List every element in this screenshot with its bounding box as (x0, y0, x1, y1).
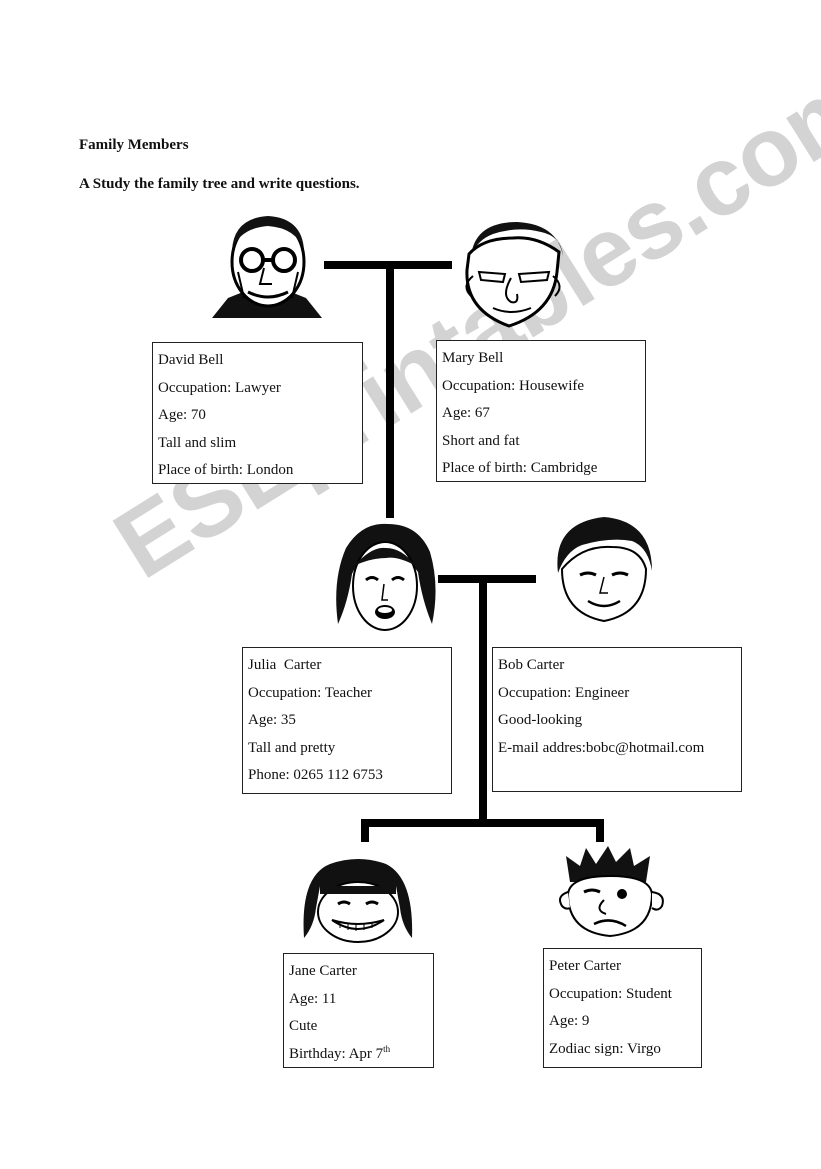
occupation: Occupation: Student (549, 981, 701, 1009)
peter-carter-portrait (554, 846, 670, 938)
name: Mary Bell (442, 345, 645, 373)
name: Peter Carter (549, 953, 701, 981)
birthday-suffix: th (383, 1044, 390, 1054)
name: Julia Carter (248, 652, 451, 680)
card-peter-carter: Peter Carter Occupation: Student Age: 9 … (543, 948, 702, 1068)
description: Cute (289, 1013, 433, 1041)
zodiac-sign: Zodiac sign: Virgo (549, 1036, 701, 1064)
age: Age: 9 (549, 1008, 701, 1036)
description: Good-looking (498, 707, 741, 735)
card-jane-carter: Jane Carter Age: 11 Cute Birthday: Apr 7… (283, 953, 434, 1068)
name: Bob Carter (498, 652, 741, 680)
jane-carter-portrait (300, 856, 416, 946)
occupation: Occupation: Engineer (498, 680, 741, 708)
card-david-bell: David Bell Occupation: Lawyer Age: 70 Ta… (152, 342, 363, 484)
birthday: Birthday: Apr 7th (289, 1041, 433, 1069)
bob-carter-portrait (552, 513, 656, 625)
description: Tall and pretty (248, 735, 451, 763)
phone: Phone: 0265 112 6753 (248, 762, 451, 790)
birthday-text: Birthday: Apr 7 (289, 1046, 383, 1062)
occupation: Occupation: Housewife (442, 373, 645, 401)
julia-carter-portrait (332, 520, 438, 634)
name: Jane Carter (289, 958, 433, 986)
description: Short and fat (442, 428, 645, 456)
age: Age: 11 (289, 986, 433, 1014)
email: E-mail addres:bobc@hotmail.com (498, 735, 741, 763)
name: David Bell (158, 347, 362, 375)
david-bell-portrait (208, 210, 326, 322)
age: Age: 35 (248, 707, 451, 735)
card-julia-carter: Julia Carter Occupation: Teacher Age: 35… (242, 647, 452, 794)
description: Tall and slim (158, 430, 362, 458)
age: Age: 70 (158, 402, 362, 430)
age: Age: 67 (442, 400, 645, 428)
card-mary-bell: Mary Bell Occupation: Housewife Age: 67 … (436, 340, 646, 482)
card-bob-carter: Bob Carter Occupation: Engineer Good-loo… (492, 647, 742, 792)
occupation: Occupation: Teacher (248, 680, 451, 708)
place-of-birth: Place of birth: Cambridge (442, 455, 645, 483)
place-of-birth: Place of birth: London (158, 457, 362, 485)
mary-bell-portrait (457, 216, 569, 332)
occupation: Occupation: Lawyer (158, 375, 362, 403)
